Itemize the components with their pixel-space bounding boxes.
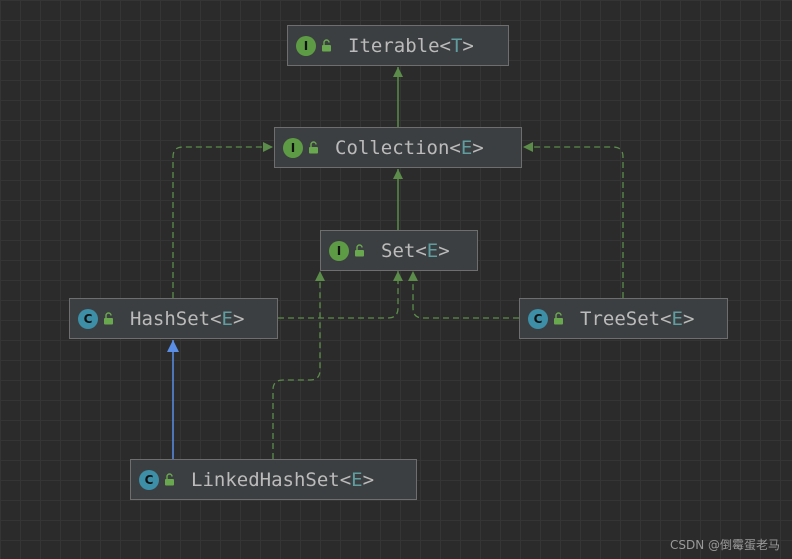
node-linkedhashset[interactable]: C LinkedHashSet<E> — [130, 459, 417, 500]
class-icon: C — [528, 308, 548, 329]
open-lock-icon — [355, 244, 364, 257]
type-parameter: E — [351, 468, 363, 491]
type-parameter: E — [460, 136, 473, 159]
interface-icon: I — [296, 35, 316, 56]
class-name: Set — [381, 239, 416, 262]
node-label: Set<E> — [381, 239, 450, 262]
open-lock-icon — [322, 39, 331, 52]
open-lock-icon — [309, 141, 318, 154]
node-label: LinkedHashSet<E> — [191, 468, 375, 491]
node-treeset[interactable]: C TreeSet<E> — [519, 298, 728, 339]
class-name: HashSet — [130, 307, 211, 330]
edge-treeset-implements-set — [408, 271, 519, 319]
class-name: LinkedHashSet — [191, 468, 340, 491]
node-label: TreeSet<E> — [580, 307, 695, 330]
class-name: TreeSet — [580, 307, 661, 330]
type-parameter: E — [426, 239, 439, 262]
open-lock-icon — [104, 312, 113, 325]
node-collection[interactable]: I Collection<E> — [274, 127, 522, 168]
open-lock-icon — [165, 473, 174, 486]
edge-linkedhashset-implements-set — [272, 271, 325, 459]
node-label: Collection<E> — [335, 136, 484, 159]
class-icon: C — [139, 469, 159, 490]
type-parameter: E — [671, 307, 683, 330]
type-parameter: E — [221, 307, 233, 330]
open-lock-icon — [554, 312, 563, 325]
node-set[interactable]: I Set<E> — [320, 230, 478, 271]
node-label: Iterable<T> — [348, 34, 474, 57]
edge-hashset-implements-set — [278, 271, 403, 319]
class-icon: C — [78, 308, 98, 329]
node-hashset[interactable]: C HashSet<E> — [69, 298, 278, 339]
interface-icon: I — [329, 240, 349, 261]
edge-hashset-implements-collection — [172, 142, 273, 298]
type-parameter: T — [450, 34, 463, 57]
watermark-text: CSDN @倒霉蛋老马 — [669, 538, 780, 552]
edge-treeset-implements-collection — [523, 142, 624, 298]
node-iterable[interactable]: I Iterable<T> — [287, 25, 509, 66]
class-name: Collection — [335, 136, 450, 159]
node-label: HashSet<E> — [130, 307, 245, 330]
interface-icon: I — [283, 137, 303, 158]
class-name: Iterable — [348, 34, 440, 57]
